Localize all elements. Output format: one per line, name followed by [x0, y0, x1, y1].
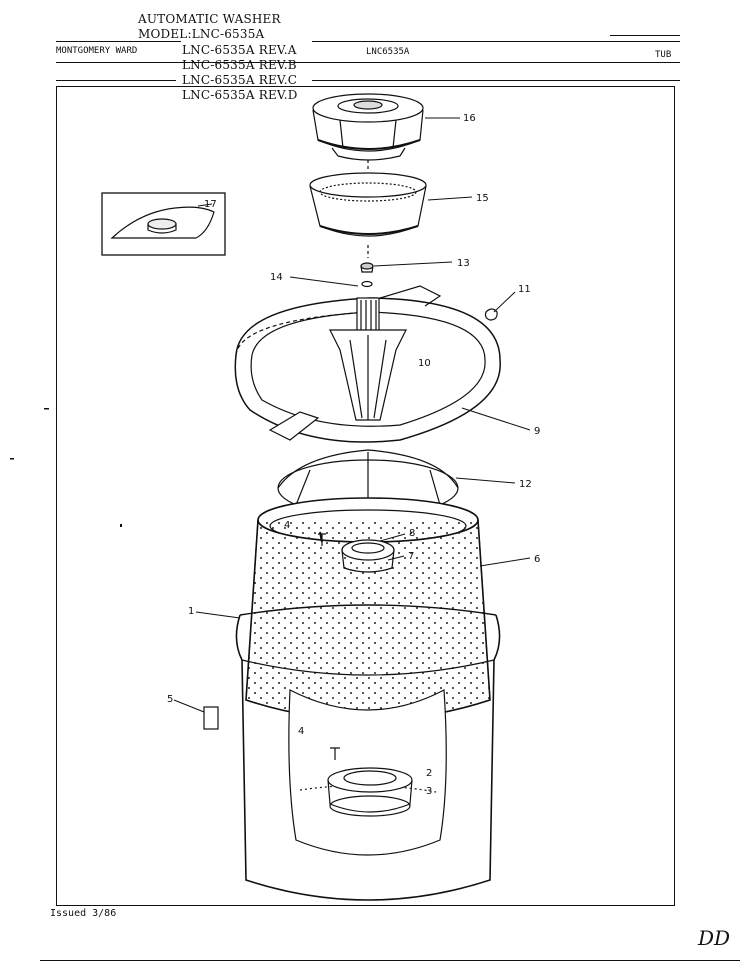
- leader-15: [427, 196, 473, 201]
- agitator-cap-part: [312, 93, 424, 170]
- callout-6: 6: [534, 554, 540, 565]
- leader-6: [479, 557, 531, 567]
- inset-detail-box: [101, 192, 226, 256]
- callout-9: 9: [534, 426, 540, 437]
- callout-12: 12: [519, 479, 532, 490]
- callout-16: 16: [463, 113, 476, 124]
- callout-3: 3: [426, 786, 432, 797]
- callout-5: 5: [167, 694, 173, 705]
- leader-7: [387, 555, 405, 561]
- model-code: LNC6535A: [366, 47, 410, 57]
- callout-13: 13: [457, 258, 470, 269]
- callout-17: 17: [204, 199, 217, 210]
- leader-13: [373, 261, 453, 267]
- basket-bolt-part: [318, 533, 326, 546]
- revision-a: LNC-6535A REV.A: [182, 43, 297, 57]
- leader-8: [379, 533, 406, 542]
- tub-clip-part: [484, 308, 498, 321]
- leader-12: [455, 477, 516, 484]
- callout-4-basket: 4: [284, 520, 290, 531]
- callout-7: 7: [408, 551, 414, 562]
- callout-10: 10: [418, 358, 431, 369]
- barrel-filter-part: [309, 172, 427, 258]
- leader-14: [289, 276, 359, 287]
- leader-9: [461, 407, 531, 431]
- cap-screw-part: [360, 262, 374, 273]
- model-line: MODEL:LNC-6535A: [138, 27, 265, 41]
- drawing-frame: [56, 86, 675, 906]
- revision-c: LNC-6535A REV.C: [182, 73, 298, 87]
- header-rule-left: [56, 41, 181, 42]
- frame-top-rule-right: [312, 80, 680, 81]
- callout-14: 14: [270, 272, 283, 283]
- callout-15: 15: [476, 193, 489, 204]
- leader-17: [197, 203, 213, 207]
- callout-1: 1: [188, 606, 194, 617]
- brand-label: MONTGOMERY WARD: [56, 46, 138, 56]
- callout-8: 8: [409, 528, 415, 539]
- header-rule-lower: [56, 62, 680, 63]
- tub-bolt-part: [330, 747, 340, 760]
- callout-11: 11: [518, 284, 531, 295]
- frame-top-rule-left: [56, 80, 176, 81]
- revision-d: LNC-6535A REV.D: [182, 88, 298, 102]
- washer-part: [361, 280, 373, 288]
- header-rule-right: [312, 41, 680, 42]
- bottom-rule: [40, 960, 740, 961]
- product-title: AUTOMATIC WASHER: [138, 12, 281, 26]
- leader-1: [195, 611, 241, 619]
- section-label: TUB: [655, 50, 672, 60]
- hub-seal-part: [327, 767, 413, 817]
- scan-marks: [10, 408, 122, 527]
- callout-2: 2: [426, 768, 432, 779]
- leader-11: [493, 291, 516, 313]
- label-tag-part: [203, 706, 219, 730]
- issued-date: Issued 3/86: [50, 908, 117, 919]
- agitator-part: [329, 297, 407, 421]
- revision-b: LNC-6535A REV.B: [182, 58, 297, 72]
- leader-5: [173, 699, 205, 713]
- top-dash-rule: [610, 35, 680, 36]
- callout-4-tub: 4: [298, 726, 304, 737]
- handwritten-mark: DD: [698, 926, 731, 950]
- spin-basket-part: [245, 497, 491, 721]
